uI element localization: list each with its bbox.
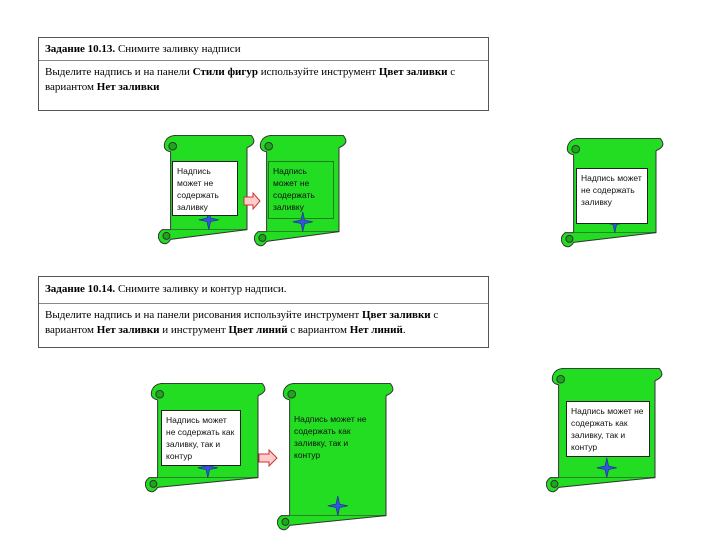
scroll-5-note[interactable]: Надпись может не содержать как заливку, … [294,414,367,460]
scroll-top-roll [282,383,394,401]
scroll-4-note[interactable]: Надпись может не содержать как заливку, … [161,410,241,466]
scroll-top-curl [571,144,581,154]
scroll-body [289,390,387,517]
scroll-bottom-curl [162,231,171,240]
scroll-5-shape[interactable] [277,383,399,537]
scroll-bottom-roll [158,229,248,245]
scroll-top-roll [566,138,664,156]
star-icon [292,211,313,232]
scroll-bottom-curl [258,233,267,242]
scroll-bottom-roll [546,477,656,493]
scroll-top-curl [556,374,566,384]
task-10-14-box: Задание 10.14. Снимите заливку и контур … [38,276,489,348]
task-10-13-box: Задание 10.13. Снимите заливку надписи В… [38,37,489,111]
task-10-13-title: Задание 10.13. Снимите заливку надписи [39,38,488,61]
scroll-bottom-curl [149,479,158,488]
scroll-bottom-roll [145,477,259,493]
scroll-top-roll [551,368,663,386]
star-icon [198,209,219,230]
scroll-1-note[interactable]: Надпись может не содержать заливку [172,161,238,216]
scroll-top-roll [259,135,347,153]
star-icon [596,457,617,478]
task-10-14-title: Задание 10.14. Снимите заливку и контур … [39,277,488,304]
task-10-14-instructions: Выделите надпись и на панели рисования и… [45,309,439,336]
arrow-right-icon [258,449,278,467]
scroll-top-roll [163,135,255,153]
scroll-bottom-roll [254,231,340,247]
star-icon [327,495,348,516]
scroll-bottom-curl [550,479,559,488]
scroll-2-shape[interactable] [254,135,352,253]
scroll-top-curl [264,141,274,151]
scroll-top-curl [168,141,178,151]
scroll-3-note[interactable]: Надпись может не содержать заливку [576,168,648,224]
scroll-bottom-curl [565,234,574,243]
task-10-13-instructions: Выделите надпись и на панели Стили фигур… [45,66,456,93]
scroll-top-curl [155,389,165,399]
scroll-6-note[interactable]: Надпись может не содержать как заливку, … [566,401,650,457]
arrow-right-icon [243,192,261,210]
scroll-top-roll [150,383,266,401]
scroll-bottom-roll [277,515,387,531]
star-icon [197,457,218,478]
scroll-top-curl [287,389,297,399]
scroll-2-note[interactable]: Надпись может не содержать заливку [268,161,334,219]
scroll-bottom-roll [561,232,657,248]
scroll-bottom-curl [281,517,290,526]
